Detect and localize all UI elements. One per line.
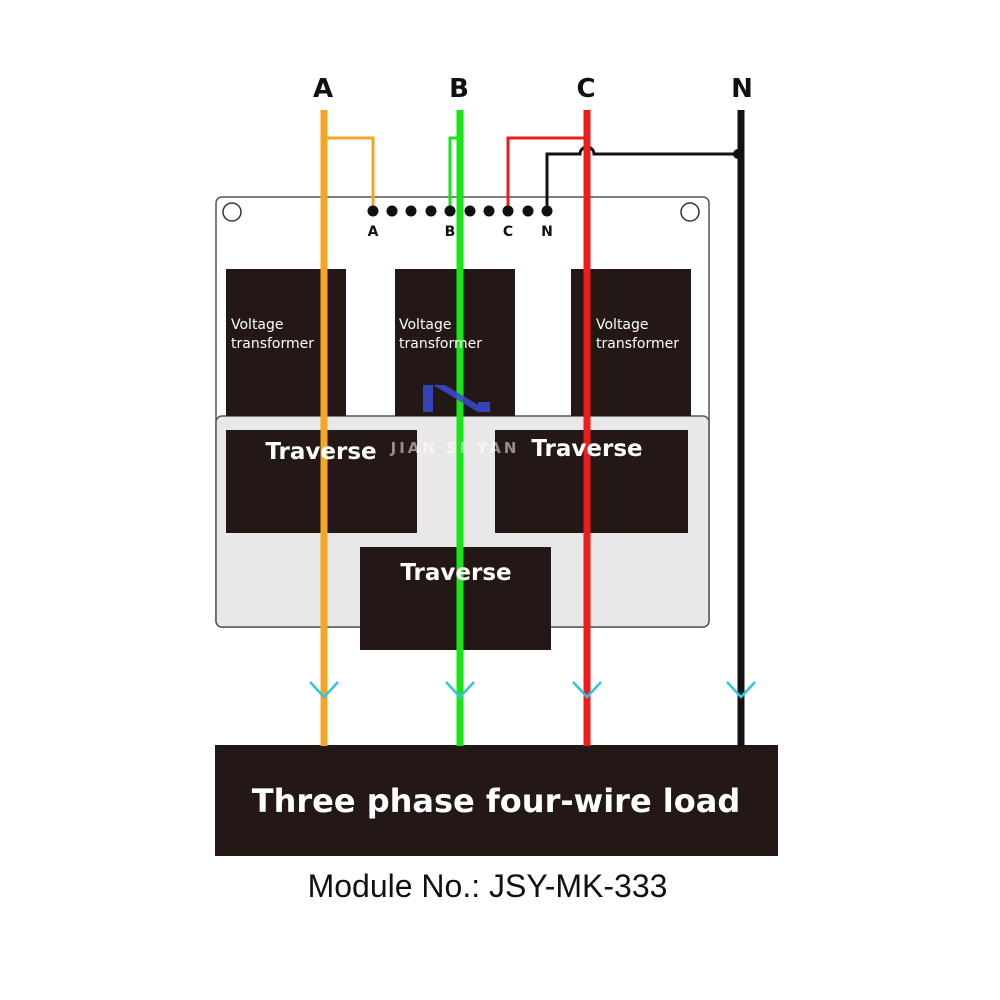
tap-wire-c — [506, 136, 587, 210]
phase-label-b: B — [449, 74, 469, 104]
terminal-label-n: N — [541, 224, 553, 240]
vt-3-line1: Voltage — [596, 317, 649, 333]
terminal-label-b: B — [445, 224, 456, 240]
traverse-label-1: Traverse — [265, 439, 376, 465]
phase-label-c: C — [576, 74, 595, 104]
terminal-pins — [367, 205, 553, 217]
vt-3-line2: transformer — [596, 336, 679, 352]
load-block — [215, 745, 778, 856]
voltage-transformer-3 — [571, 269, 691, 416]
load-label: Three phase four-wire load — [252, 782, 740, 820]
mounting-hole-left — [222, 202, 242, 222]
module-caption: Module No.: JSY-MK-333 — [307, 868, 668, 904]
terminal-label-c: C — [503, 224, 513, 240]
vt-1-line1: Voltage — [231, 317, 284, 333]
arrow-down-icon — [445, 681, 475, 699]
arrow-down-icon — [726, 681, 756, 699]
traverse-label-2: Traverse — [531, 436, 642, 462]
arrow-down-icon — [572, 681, 602, 699]
watermark-logo: JIAN SI YAN — [390, 385, 520, 457]
terminal-label-a: A — [368, 224, 379, 240]
watermark-text: JIAN SI YAN — [390, 439, 520, 457]
vt-1-line2: transformer — [231, 336, 314, 352]
traverse-label-3: Traverse — [400, 560, 511, 586]
traverse-block-2 — [495, 430, 688, 533]
arrow-down-icon — [309, 681, 339, 699]
tap-wire-a — [324, 136, 375, 210]
phase-label-n: N — [731, 74, 753, 104]
mounting-hole-right — [680, 202, 700, 222]
flow-arrows — [309, 681, 756, 699]
vt-2-line1: Voltage — [399, 317, 452, 333]
phase-label-a: A — [313, 74, 333, 104]
vt-2-line2: transformer — [399, 336, 482, 352]
traverse-block-3 — [360, 547, 551, 650]
